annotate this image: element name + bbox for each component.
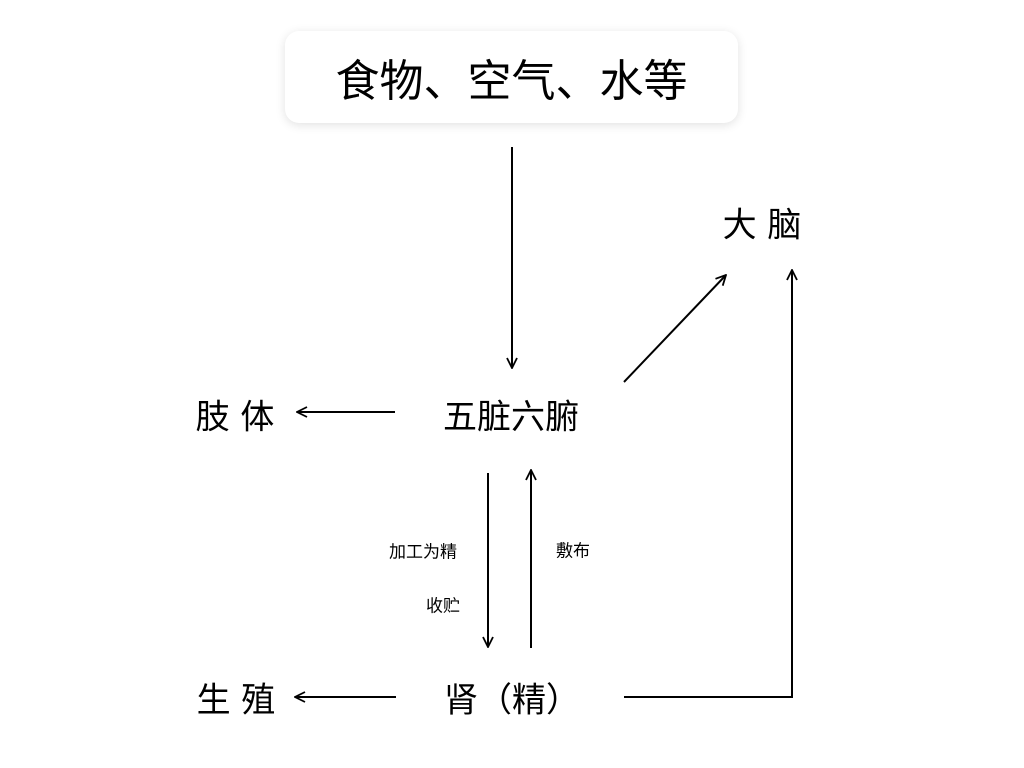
source-node: 食物、空气、水等 — [285, 31, 738, 123]
distribute-label: 敷布 — [556, 541, 590, 562]
arrow-kidney-to-brain — [624, 270, 792, 698]
brain-node: 大 脑 — [722, 205, 802, 246]
process-label: 加工为精 — [389, 542, 457, 563]
kidney-node: 肾（精） — [444, 680, 580, 721]
limbs-node: 肢 体 — [195, 397, 275, 438]
store-label: 收贮 — [426, 596, 460, 617]
source-label: 食物、空气、水等 — [335, 56, 688, 107]
organs-node: 五脏六腑 — [443, 397, 579, 438]
reproduction-node: 生 殖 — [196, 680, 276, 721]
arrow-organs-to-brain — [623, 275, 726, 383]
